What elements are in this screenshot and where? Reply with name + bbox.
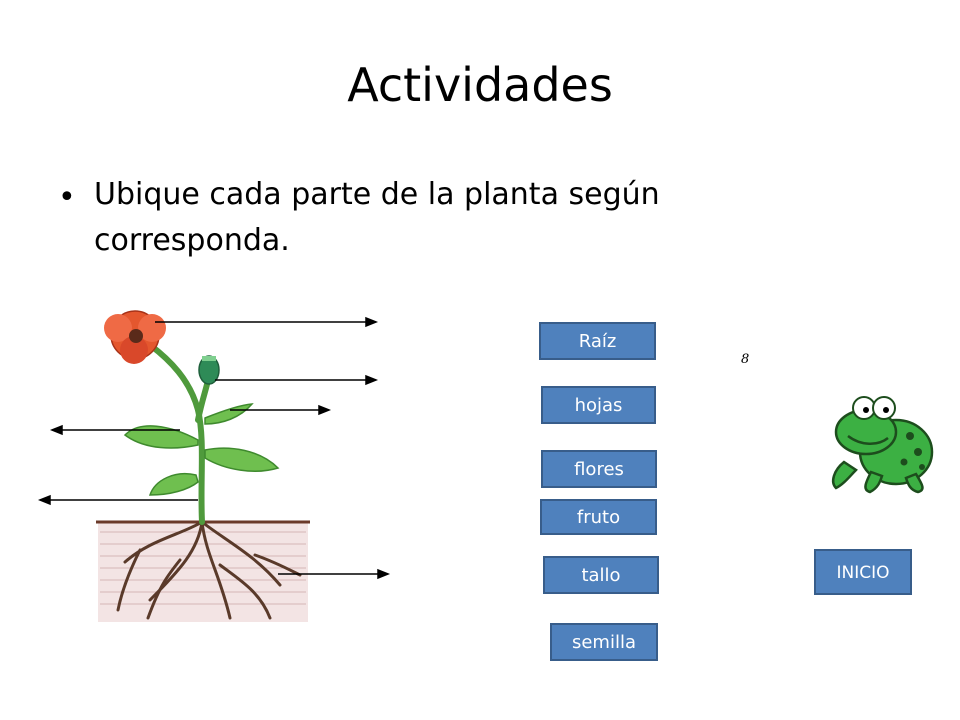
flower (104, 310, 166, 364)
label-raiz-button[interactable]: Raíz (539, 322, 656, 360)
label-tallo-button[interactable]: tallo (543, 556, 659, 594)
plant-illustration (37, 310, 391, 622)
label-flores-button[interactable]: flores (541, 450, 657, 488)
frog-icon (832, 396, 934, 494)
roots (116, 520, 302, 620)
inicio-button[interactable]: INICIO (814, 549, 912, 595)
label-fruto-button[interactable]: fruto (540, 499, 657, 535)
pointer-arrows (37, 316, 391, 580)
instruction-text: Ubique cada parte de la planta según cor… (94, 177, 660, 258)
bud (198, 355, 220, 385)
slide-title: Actividades (347, 58, 613, 112)
label-hojas-button[interactable]: hojas (541, 386, 656, 424)
soil-area (96, 520, 310, 622)
small-glyph: 8 (741, 352, 750, 367)
leaves (123, 403, 280, 496)
label-semilla-button[interactable]: semilla (550, 623, 658, 661)
bullet-dot: • (58, 180, 76, 215)
